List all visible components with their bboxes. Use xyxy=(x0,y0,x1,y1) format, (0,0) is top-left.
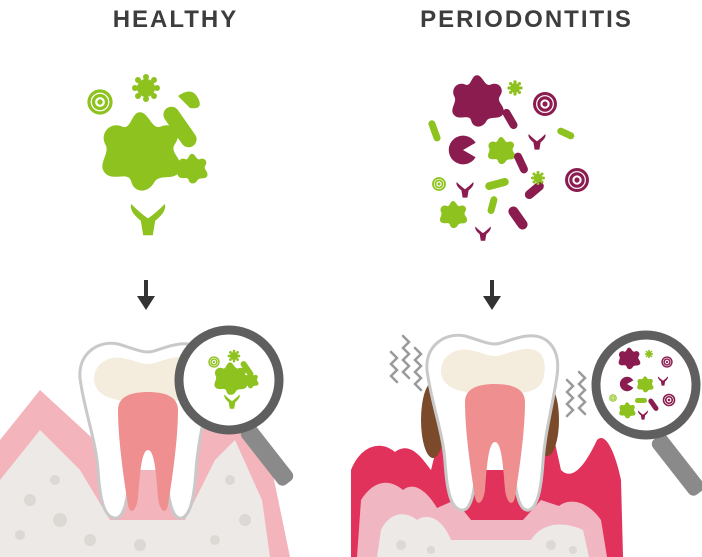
healthy-panel: HEALTHY xyxy=(0,0,351,557)
periodontitis-panel: PERIODONTITIS xyxy=(351,0,702,557)
bacteria-cluster-icon xyxy=(89,74,208,235)
healthy-illustration xyxy=(0,0,351,557)
down-arrow-icon xyxy=(137,280,155,310)
bacteria-cluster-icon xyxy=(427,75,587,241)
down-arrow-icon xyxy=(483,280,501,310)
periodontitis-illustration xyxy=(351,0,702,557)
